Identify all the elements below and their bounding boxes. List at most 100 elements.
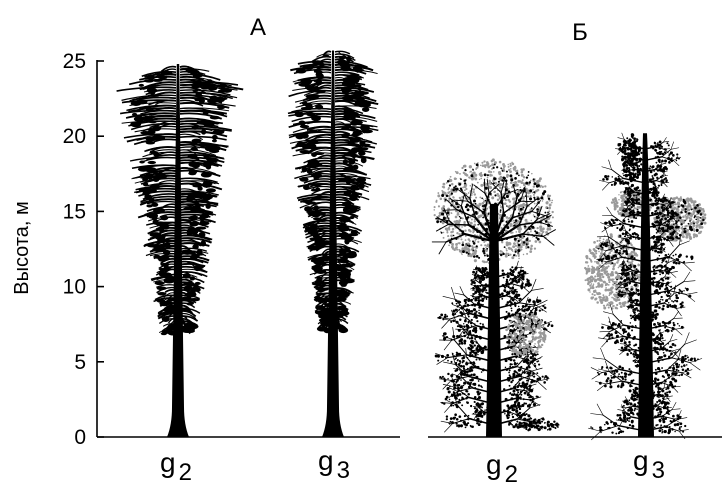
foliage-dot bbox=[476, 359, 478, 361]
foliage-dot bbox=[515, 170, 517, 172]
foliage-dot bbox=[530, 180, 532, 182]
foliage-dot bbox=[470, 310, 473, 313]
foliage-dot bbox=[455, 362, 457, 364]
foliage-dot bbox=[532, 318, 535, 321]
foliage-dot bbox=[509, 200, 511, 202]
foliage-dot bbox=[463, 323, 464, 324]
foliage-dot bbox=[478, 380, 480, 382]
y-tick-label: 15 bbox=[63, 200, 86, 223]
foliage-dot bbox=[478, 420, 481, 423]
foliage-dot bbox=[481, 197, 483, 199]
foliage-dot bbox=[540, 379, 541, 380]
foliage-dot bbox=[513, 167, 516, 170]
foliage-dot bbox=[518, 373, 521, 376]
foliage-dot bbox=[547, 227, 549, 229]
foliage-dot bbox=[506, 195, 509, 198]
foliage-dot bbox=[505, 304, 508, 307]
foliage-dot bbox=[481, 284, 483, 286]
foliage-dot bbox=[534, 350, 537, 353]
foliage-dot bbox=[544, 334, 547, 337]
foliage-dot bbox=[523, 418, 526, 421]
foliage-dot bbox=[529, 366, 531, 368]
panel-title-b: Б bbox=[572, 19, 588, 46]
foliage-dot bbox=[474, 249, 477, 252]
foliage-dot bbox=[449, 399, 451, 401]
foliage-dot bbox=[541, 309, 543, 311]
foliage-dot bbox=[505, 367, 506, 368]
foliage-dot bbox=[504, 197, 506, 199]
foliage-dot bbox=[469, 177, 471, 179]
foliage-dot bbox=[534, 343, 535, 344]
foliage-dot bbox=[481, 269, 484, 272]
foliage-dot bbox=[491, 163, 494, 166]
foliage-dot bbox=[547, 196, 549, 198]
foliage-dot bbox=[513, 359, 516, 362]
foliage-dot bbox=[481, 371, 483, 373]
foliage-dot bbox=[531, 360, 534, 363]
foliage-dot bbox=[529, 386, 531, 388]
foliage-dot bbox=[513, 242, 516, 245]
foliage-dot bbox=[544, 422, 545, 423]
foliage-dot bbox=[539, 336, 541, 338]
foliage-dot bbox=[552, 216, 554, 218]
foliage-dot bbox=[528, 327, 531, 330]
foliage-dot bbox=[702, 219, 704, 221]
foliage-clump bbox=[349, 77, 360, 81]
foliage-dot bbox=[485, 261, 487, 263]
foliage-dot bbox=[433, 209, 435, 211]
foliage-dot bbox=[685, 198, 687, 200]
foliage-dot bbox=[697, 223, 699, 225]
foliage-dot bbox=[536, 185, 539, 188]
foliage-dot bbox=[502, 163, 505, 166]
foliage-dot bbox=[519, 396, 521, 398]
foliage-dot bbox=[465, 239, 467, 241]
foliage-dot bbox=[696, 224, 699, 227]
foliage-dot bbox=[551, 211, 553, 213]
foliage-dot bbox=[482, 286, 484, 288]
foliage-dot bbox=[525, 344, 528, 347]
foliage-dot bbox=[479, 285, 481, 287]
foliage-dot bbox=[466, 390, 467, 391]
foliage-dot bbox=[470, 382, 472, 384]
foliage-dot bbox=[473, 171, 476, 174]
foliage-dot bbox=[447, 214, 449, 216]
foliage-dot bbox=[482, 205, 484, 207]
foliage-dot bbox=[694, 207, 697, 210]
foliage-dot bbox=[519, 322, 521, 324]
foliage-dot bbox=[693, 233, 696, 236]
foliage-dot bbox=[624, 152, 627, 155]
foliage-dot bbox=[528, 300, 530, 302]
foliage-dot bbox=[509, 296, 511, 298]
foliage-dot bbox=[531, 207, 533, 209]
foliage-dot bbox=[480, 295, 482, 297]
foliage-dot bbox=[515, 181, 517, 183]
foliage-dot bbox=[468, 310, 471, 313]
foliage-dot bbox=[500, 209, 502, 211]
foliage-dot bbox=[543, 190, 546, 193]
foliage-dot bbox=[448, 245, 450, 247]
foliage-clump bbox=[157, 292, 166, 295]
foliage-dot bbox=[472, 240, 474, 242]
foliage-dot bbox=[471, 325, 473, 327]
foliage-dot bbox=[514, 331, 516, 333]
foliage-dot bbox=[487, 177, 489, 179]
foliage-dot bbox=[440, 221, 442, 223]
foliage-dot bbox=[455, 381, 457, 383]
foliage-dot bbox=[474, 259, 477, 262]
foliage-dot bbox=[536, 348, 538, 350]
foliage-dot bbox=[470, 174, 473, 177]
foliage-dot bbox=[535, 381, 537, 383]
foliage-dot bbox=[473, 242, 476, 245]
foliage-dot bbox=[446, 336, 448, 338]
foliage-dot bbox=[457, 389, 460, 392]
foliage-dot bbox=[473, 199, 476, 202]
foliage-dot bbox=[528, 319, 531, 322]
foliage-dot bbox=[507, 326, 509, 328]
foliage-dot bbox=[481, 277, 484, 280]
foliage-dot bbox=[453, 221, 455, 223]
foliage-dot bbox=[476, 320, 478, 322]
foliage-dot bbox=[476, 163, 479, 166]
foliage-dot bbox=[460, 178, 462, 180]
foliage-dot bbox=[527, 347, 529, 349]
foliage-dot bbox=[440, 197, 443, 200]
